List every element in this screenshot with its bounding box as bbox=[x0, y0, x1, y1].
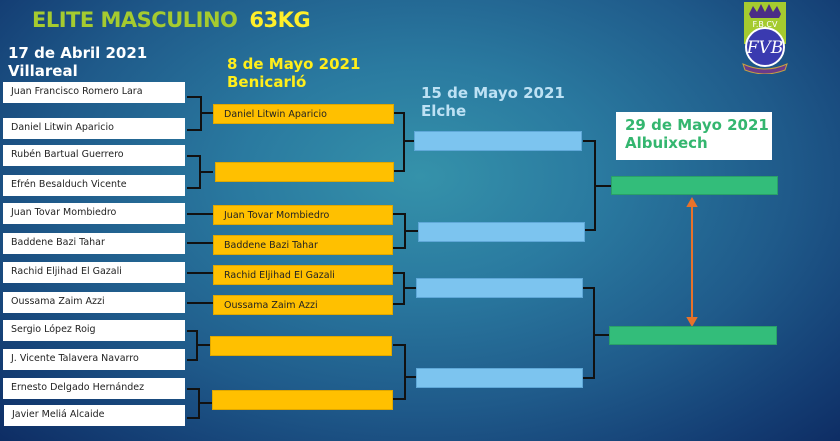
round2-venue: Benicarló bbox=[227, 73, 307, 91]
round3-venue: Elche bbox=[421, 102, 467, 120]
svg-text:F.B.CV: F.B.CV bbox=[753, 20, 778, 29]
round2-header: 8 de Mayo 2021 Benicarló bbox=[227, 55, 360, 91]
round3-date: 15 de Mayo 2021 bbox=[421, 84, 565, 102]
final-date: 29 de Mayo 2021 bbox=[625, 116, 769, 134]
round2-slot: Rachid Eljihad El Gazali bbox=[213, 265, 393, 285]
round1-slot: Efrén Besalduch Vicente bbox=[3, 175, 185, 196]
round2-slot bbox=[210, 336, 392, 356]
federation-crest-icon: F.B.CV FVB bbox=[741, 2, 825, 75]
round3-slot bbox=[416, 368, 583, 388]
category-label: ELITE MASCULINO bbox=[32, 8, 238, 32]
round2-slot bbox=[212, 390, 393, 410]
round1-slot: Ernesto Delgado Hernández bbox=[3, 378, 185, 399]
round1-slot: Rubén Bartual Guerrero bbox=[3, 145, 185, 166]
round3-slot bbox=[416, 278, 583, 298]
round2-slot: Daniel Litwin Aparicio bbox=[213, 104, 394, 124]
round1-slot: Sergio López Roig bbox=[3, 320, 185, 341]
round1-slot: Daniel Litwin Aparicio bbox=[3, 118, 185, 139]
final-header: 29 de Mayo 2021 Albuixech bbox=[616, 112, 772, 160]
round2-date: 8 de Mayo 2021 bbox=[227, 55, 361, 73]
round2-slot: Oussama Zaim Azzi bbox=[213, 295, 393, 315]
bracket-title: ELITE MASCULINO 63KG bbox=[32, 8, 311, 32]
round1-slot: Baddene Bazi Tahar bbox=[3, 233, 185, 254]
final-venue: Albuixech bbox=[625, 134, 708, 152]
round1-slot: J. Vicente Talavera Navarro bbox=[3, 349, 185, 370]
round1-slot: Rachid Eljihad El Gazali bbox=[3, 262, 185, 283]
final-slot bbox=[609, 326, 777, 345]
round1-header: 17 de Abril 2021 Villareal bbox=[8, 44, 147, 80]
round1-slot: Javier Meliá Alcaide bbox=[4, 405, 185, 426]
final-slot bbox=[611, 176, 778, 195]
round2-slot: Baddene Bazi Tahar bbox=[213, 235, 393, 255]
round2-slot bbox=[215, 162, 394, 182]
round3-slot bbox=[414, 131, 582, 151]
round1-slot: Juan Francisco Romero Lara bbox=[3, 82, 185, 103]
weight-class-label: 63KG bbox=[249, 8, 311, 32]
round1-date: 17 de Abril 2021 bbox=[8, 44, 148, 62]
round3-header: 15 de Mayo 2021 Elche bbox=[421, 84, 565, 120]
svg-text:FVB: FVB bbox=[746, 38, 784, 58]
round1-venue: Villareal bbox=[8, 62, 78, 80]
round3-slot bbox=[418, 222, 585, 242]
round2-slot: Juan Tovar Mombiedro bbox=[213, 205, 393, 225]
round1-slot: Juan Tovar Mombiedro bbox=[3, 203, 185, 224]
round1-slot: Oussama Zaim Azzi bbox=[3, 292, 185, 313]
